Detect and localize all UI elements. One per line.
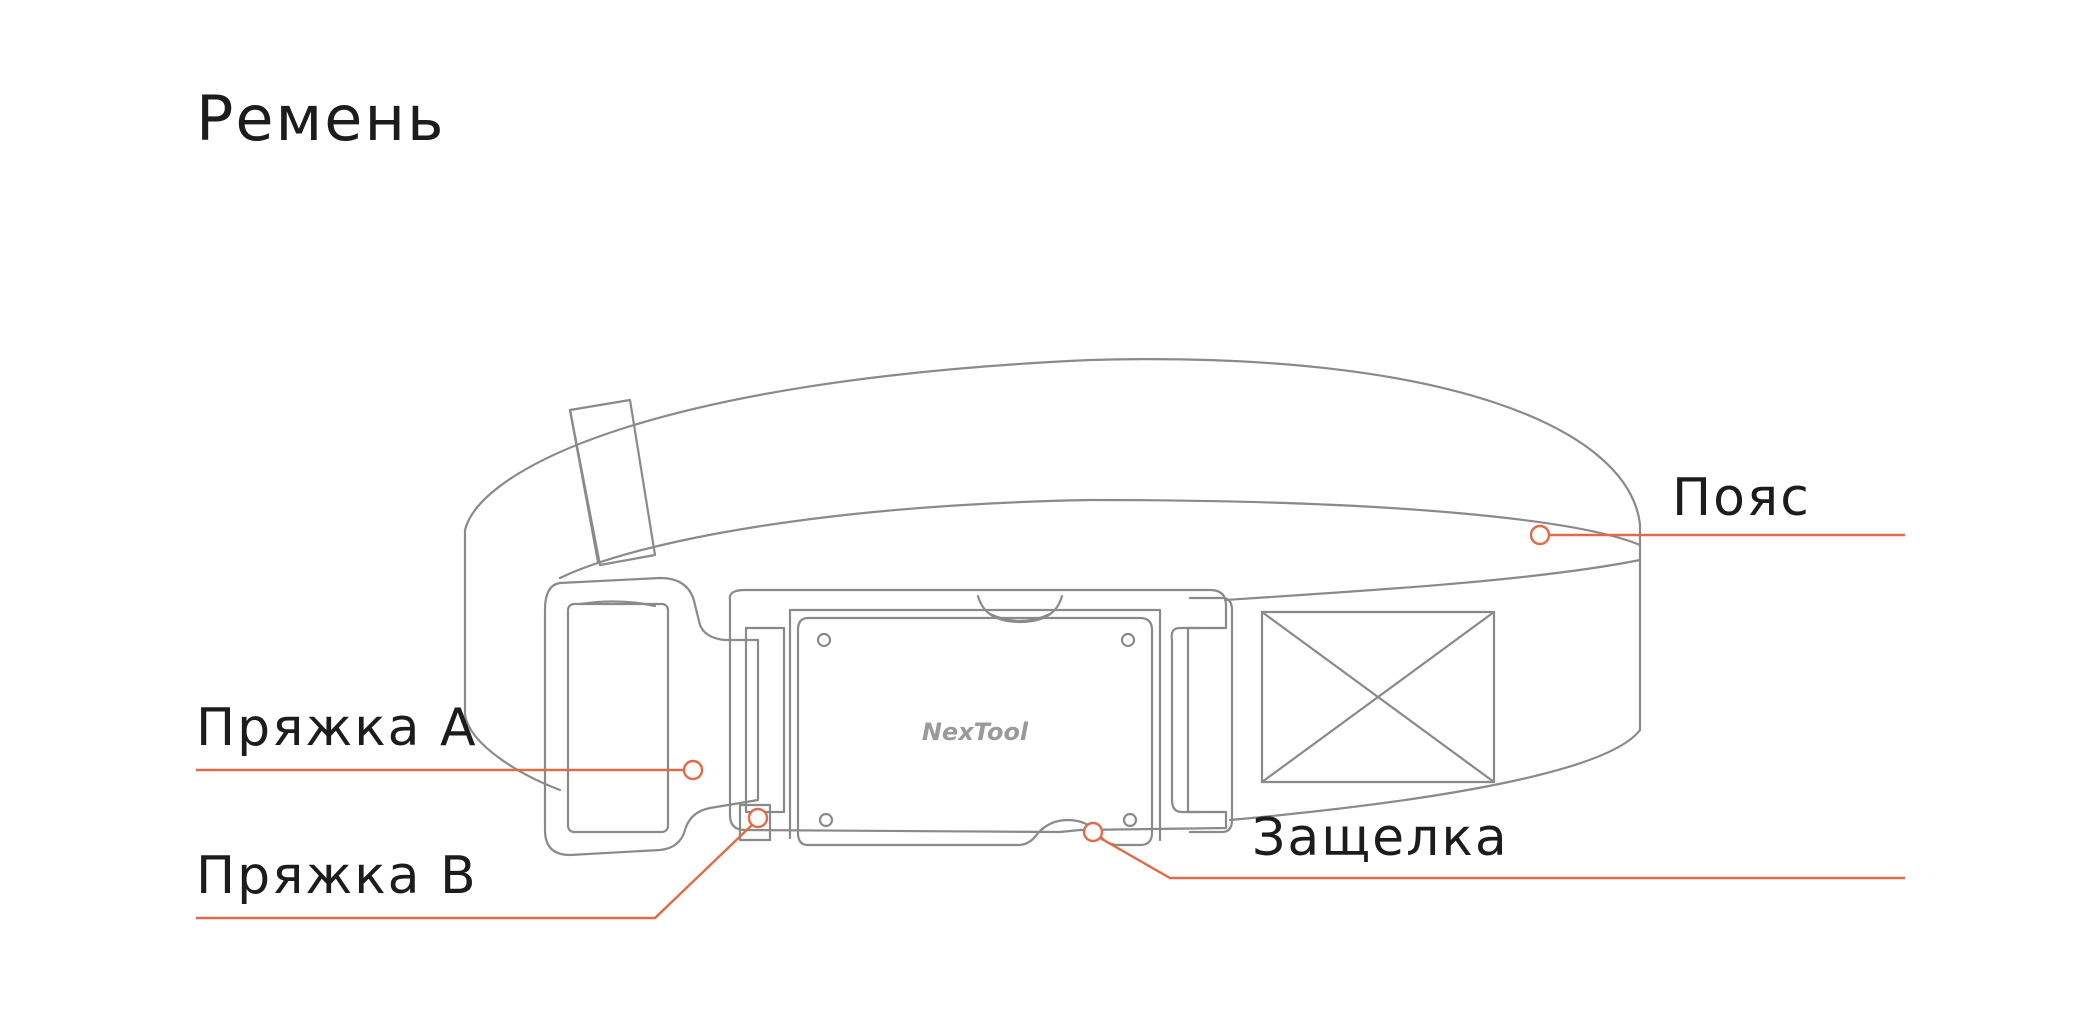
label-buckle-a: Пряжка А	[196, 698, 478, 758]
screw-top-right-icon	[1120, 632, 1136, 648]
buckle-a-frame	[543, 576, 760, 857]
screw-top-left-icon	[816, 632, 832, 648]
callout-line-buckle-b	[196, 824, 753, 920]
latch-plate	[796, 616, 1154, 847]
buckle-b-clip	[738, 803, 772, 842]
callout-dot-buckle-a	[682, 759, 704, 781]
screw-bottom-left-icon	[818, 812, 834, 828]
callout-dot-latch	[1082, 821, 1104, 843]
diagram-title: Ремень	[196, 82, 446, 155]
belt-patch	[1260, 610, 1496, 784]
callout-line-latch	[1099, 836, 1905, 880]
buckle-housing	[728, 588, 1228, 834]
label-buckle-b: Пряжка В	[196, 846, 478, 906]
belt-illustration	[463, 358, 1642, 857]
brand-logo: NexTool	[922, 718, 1029, 746]
belt-strap-top-edge	[463, 358, 1642, 532]
label-latch: Защелка	[1252, 808, 1509, 868]
callout-dot-buckle-b	[747, 807, 769, 829]
label-belt: Пояс	[1672, 468, 1811, 528]
belt-strap-inner-edge	[558, 498, 1642, 580]
callouts	[196, 524, 1905, 920]
callout-dot-belt	[1529, 524, 1551, 546]
screw-bottom-right-icon	[1122, 812, 1138, 828]
